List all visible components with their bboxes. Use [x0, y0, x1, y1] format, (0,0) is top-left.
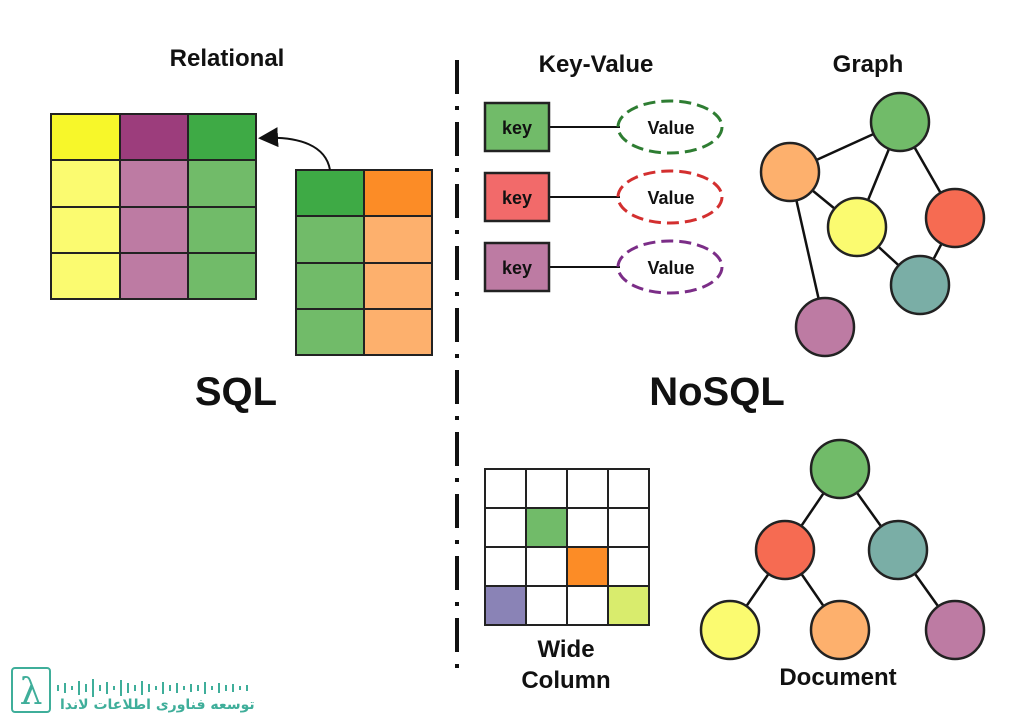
value-text: Value: [647, 118, 694, 138]
value-text: Value: [647, 188, 694, 208]
watermark-text: توسعه فناوری اطلاعات لاندا: [60, 697, 255, 713]
wide-column-cell: [607, 546, 650, 587]
table-a-r2c0: [50, 206, 121, 254]
graph-node: [826, 196, 888, 258]
key-value-label: Key-Value: [539, 51, 654, 78]
nosql-label: NoSQL: [649, 370, 785, 414]
relational-label: Relational: [170, 45, 285, 72]
wide-column-cell: [484, 468, 527, 509]
graph-node: [869, 91, 931, 153]
watermark-logo-box: [11, 667, 51, 713]
wide-column-cell: [566, 468, 609, 509]
graph-node: [794, 296, 856, 358]
watermark: λ توسعه فناوری اطلاعات لاندا: [11, 667, 255, 713]
wide-column-cell: [607, 585, 650, 626]
value-ellipse: [616, 169, 724, 225]
doc-node: [924, 599, 986, 661]
wide-column-cell: [484, 507, 527, 548]
document-label: Document: [779, 664, 896, 691]
key-value-pair: key Value: [483, 239, 724, 295]
table-b-r1c0: [295, 215, 365, 264]
table-a-r2c2: [187, 206, 257, 254]
table-a-r1c0: [50, 159, 121, 208]
wide-column-cell: [525, 585, 568, 626]
wide-column-cell: [607, 507, 650, 548]
value-ellipse: [616, 99, 724, 155]
graph-nodes: [759, 91, 986, 358]
wide-column-grid: [484, 468, 650, 626]
table-a-h2: [187, 113, 257, 161]
graph-node: [759, 141, 821, 203]
graph-node: [924, 187, 986, 249]
table-a-r2c1: [119, 206, 189, 254]
wide-column-cell: [607, 468, 650, 509]
wide-column-cell: [566, 546, 609, 587]
key-box: [483, 241, 551, 293]
table-b-r2c1: [363, 262, 433, 310]
key-box: [483, 171, 551, 223]
table-a-r3c2: [187, 252, 257, 300]
doc-node: [867, 519, 929, 581]
wide-column-cell: [484, 585, 527, 626]
value-text: Value: [647, 258, 694, 278]
table-a-r3c1: [119, 252, 189, 300]
doc-node: [754, 519, 816, 581]
relational-table-a: [50, 113, 257, 300]
graph-node: [889, 254, 951, 316]
wide-column-cell: [525, 468, 568, 509]
key-value-pair: key Value: [483, 99, 724, 155]
wide-column-cell: [566, 507, 609, 548]
table-b-h1: [363, 169, 433, 217]
table-b-r3c1: [363, 308, 433, 356]
table-a-r1c2: [187, 159, 257, 208]
wide-column-cell: [566, 585, 609, 626]
table-a-h1: [119, 113, 189, 161]
key-text: key: [502, 118, 532, 138]
table-b-h0: [295, 169, 365, 217]
wide-column-cell: [525, 507, 568, 548]
wide-column-cell: [525, 546, 568, 587]
doc-node: [699, 599, 761, 661]
doc-node: [809, 438, 871, 500]
wide-column-label-line1: Wide: [537, 636, 594, 663]
key-text: key: [502, 188, 532, 208]
watermark-logo-glyph: λ: [20, 672, 43, 713]
key-text: key: [502, 258, 532, 278]
relation-arrow: [258, 127, 331, 171]
value-ellipse: [616, 239, 724, 295]
wide-column-label-line2: Column: [521, 667, 610, 694]
table-a-r3c0: [50, 252, 121, 300]
doc-node: [809, 599, 871, 661]
wide-column-cell: [484, 546, 527, 587]
relational-table-b: [295, 169, 433, 356]
sql-label: SQL: [195, 370, 277, 414]
document-nodes: [699, 438, 986, 661]
table-b-r1c1: [363, 215, 433, 264]
table-b-r2c0: [295, 262, 365, 310]
table-b-r3c0: [295, 308, 365, 356]
key-box: [483, 101, 551, 153]
key-value-pair: key Value: [483, 169, 724, 225]
table-a-r1c1: [119, 159, 189, 208]
watermark-waveform: [57, 679, 248, 697]
graph-label: Graph: [833, 51, 904, 78]
table-a-h0: [50, 113, 121, 161]
